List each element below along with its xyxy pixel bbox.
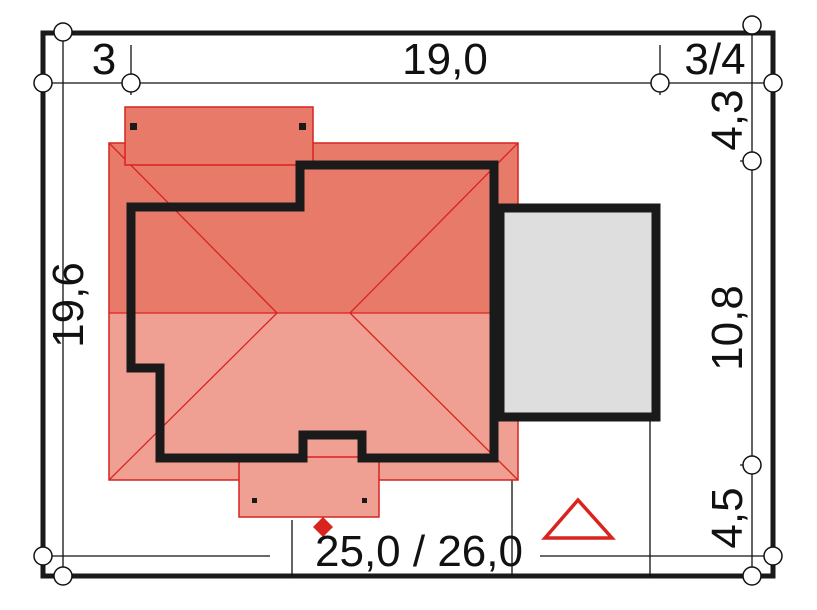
dim-bottom: 25,0 / 26,0 — [315, 527, 523, 576]
dimension-nodes — [33, 15, 783, 586]
dim-top-middle: 19,0 — [402, 35, 488, 84]
circle-node-icon — [53, 22, 73, 42]
roof-post — [362, 498, 367, 503]
dim-right-bottom: 4,5 — [703, 487, 752, 548]
roof-porch-bottom — [238, 456, 380, 518]
roof-post — [299, 123, 306, 130]
triangle-north-icon — [541, 497, 616, 540]
roof-post — [252, 498, 257, 503]
circle-node-icon — [650, 73, 670, 93]
circle-node-icon — [121, 73, 141, 93]
dim-right-top: 4,3 — [703, 89, 752, 150]
circle-node-icon — [33, 546, 53, 566]
garage — [495, 203, 661, 422]
circle-node-icon — [742, 15, 762, 35]
roof-front-slope — [109, 313, 518, 480]
roof-post — [130, 123, 137, 130]
circle-node-icon — [33, 73, 53, 93]
dim-right-middle: 10,8 — [703, 285, 752, 371]
roof — [108, 106, 519, 518]
dim-top-left: 3 — [92, 35, 116, 84]
circle-node-icon — [742, 151, 762, 171]
dim-left: 19,6 — [44, 262, 93, 348]
circle-node-icon — [742, 455, 762, 475]
diamond-entrance-icon — [313, 517, 333, 537]
roof-back-slope — [109, 143, 518, 313]
house-wall-outline — [126, 160, 499, 463]
plot-boundary — [40, 30, 776, 579]
circle-node-icon — [763, 546, 783, 566]
circle-node-icon — [763, 73, 783, 93]
roof-dormer-top — [124, 106, 314, 166]
circle-node-icon — [53, 566, 73, 586]
dim-top-right: 3/4 — [684, 35, 745, 84]
circle-node-icon — [742, 566, 762, 586]
